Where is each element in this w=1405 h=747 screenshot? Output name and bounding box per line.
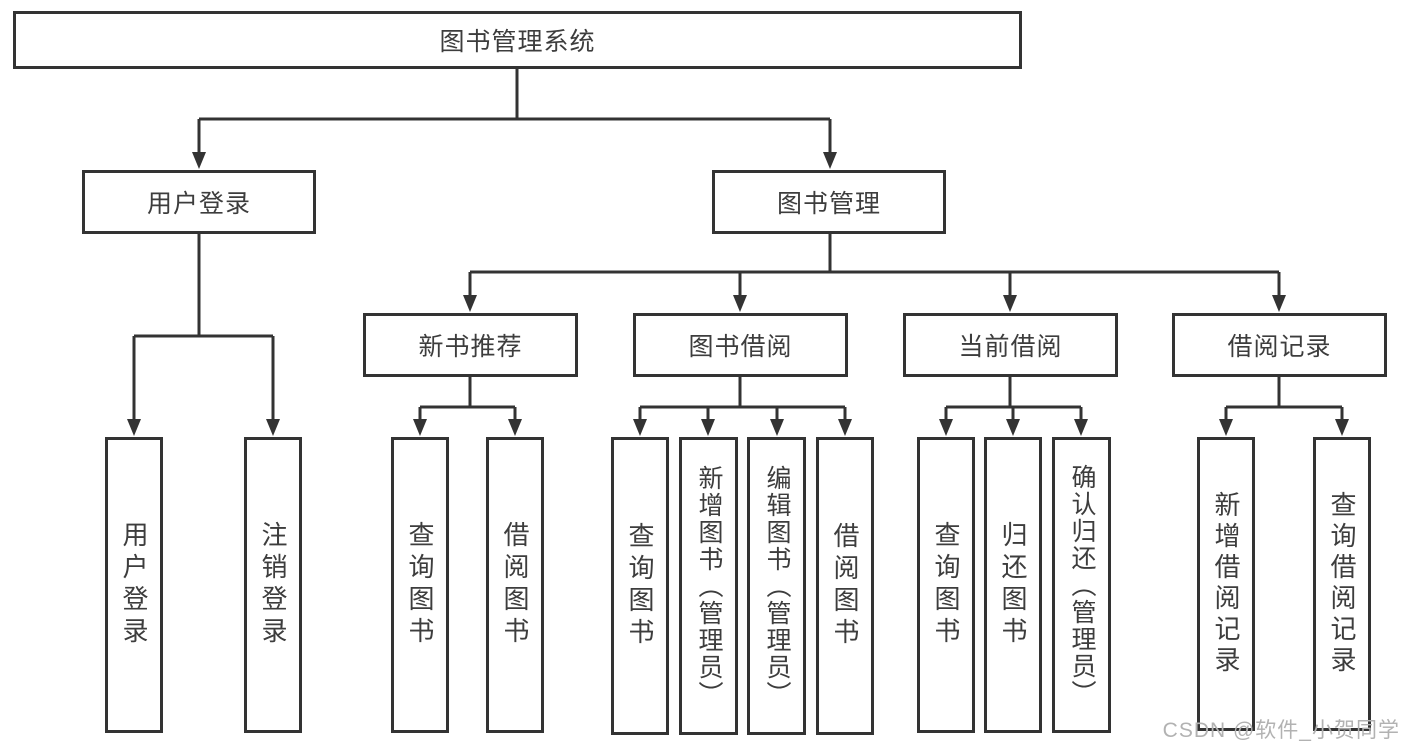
connector-root-to-level2 (197, 69, 832, 153)
leaf-edit-books-admin: 编辑图书（管理员） (747, 437, 806, 735)
connector-records-to-leaves (1224, 377, 1344, 420)
leaf-borrow-books-recommend: 借阅图书 (486, 437, 544, 733)
leaf-query-books-recommend: 查询图书 (391, 437, 449, 733)
leaf-query-books-recommend-label: 查询图书 (405, 521, 435, 649)
node-book-management-label: 图书管理 (776, 190, 881, 218)
leaf-borrow-books-label: 借阅图书 (830, 522, 860, 650)
leaf-logout-label: 注销登录 (258, 521, 288, 649)
leaf-logout: 注销登录 (244, 437, 302, 733)
csdn-watermark: CSDN @软件_小贺同学 (1162, 719, 1400, 742)
leaf-user-login-label: 用户登录 (119, 521, 149, 649)
leaf-return-books: 归还图书 (984, 437, 1042, 733)
leaf-query-books-current: 查询图书 (917, 437, 975, 733)
leaf-add-borrow-record-label: 新增借阅记录 (1211, 491, 1241, 677)
leaf-add-books-admin-label: 新增图书（管理员） (695, 464, 723, 708)
leaf-add-borrow-record: 新增借阅记录 (1197, 437, 1255, 731)
leaf-query-borrow-record-label: 查询借阅记录 (1327, 491, 1357, 677)
leaf-confirm-return-admin-label: 确认归还（管理员） (1068, 463, 1096, 707)
node-borrow-records: 借阅记录 (1172, 313, 1387, 377)
node-new-book-recommend-label: 新书推荐 (418, 333, 523, 361)
node-current-borrow: 当前借阅 (903, 313, 1118, 377)
node-user-login: 用户登录 (82, 170, 316, 234)
leaf-borrow-books: 借阅图书 (816, 437, 874, 735)
node-system-root: 图书管理系统 (13, 11, 1022, 69)
node-book-borrow: 图书借阅 (633, 313, 848, 377)
leaf-query-books-borrow-label: 查询图书 (625, 522, 655, 650)
connector-newbook-to-leaves (418, 377, 517, 420)
connector-bookmgmt-to-level3 (468, 234, 1281, 296)
node-book-management: 图书管理 (712, 170, 946, 234)
leaf-add-books-admin: 新增图书（管理员） (679, 437, 738, 735)
leaf-query-books-borrow: 查询图书 (611, 437, 669, 735)
node-borrow-records-label: 借阅记录 (1227, 333, 1332, 361)
node-book-borrow-label: 图书借阅 (688, 333, 793, 361)
arrowheads (127, 152, 1349, 436)
leaf-user-login: 用户登录 (105, 437, 163, 733)
node-user-login-label: 用户登录 (146, 190, 251, 218)
connector-userlogin-to-leaves (132, 234, 275, 420)
node-current-borrow-label: 当前借阅 (958, 333, 1063, 361)
leaf-confirm-return-admin: 确认归还（管理员） (1052, 437, 1111, 733)
leaf-borrow-books-recommend-label: 借阅图书 (500, 521, 530, 649)
leaf-edit-books-admin-label: 编辑图书（管理员） (763, 464, 791, 708)
node-system-root-label: 图书管理系统 (439, 28, 596, 56)
leaf-return-books-label: 归还图书 (998, 521, 1028, 649)
leaf-query-borrow-record: 查询借阅记录 (1313, 437, 1371, 731)
node-new-book-recommend: 新书推荐 (363, 313, 578, 377)
connector-current-to-leaves (944, 377, 1083, 420)
leaf-query-books-current-label: 查询图书 (931, 521, 961, 649)
connector-borrow-to-leaves (638, 377, 847, 420)
